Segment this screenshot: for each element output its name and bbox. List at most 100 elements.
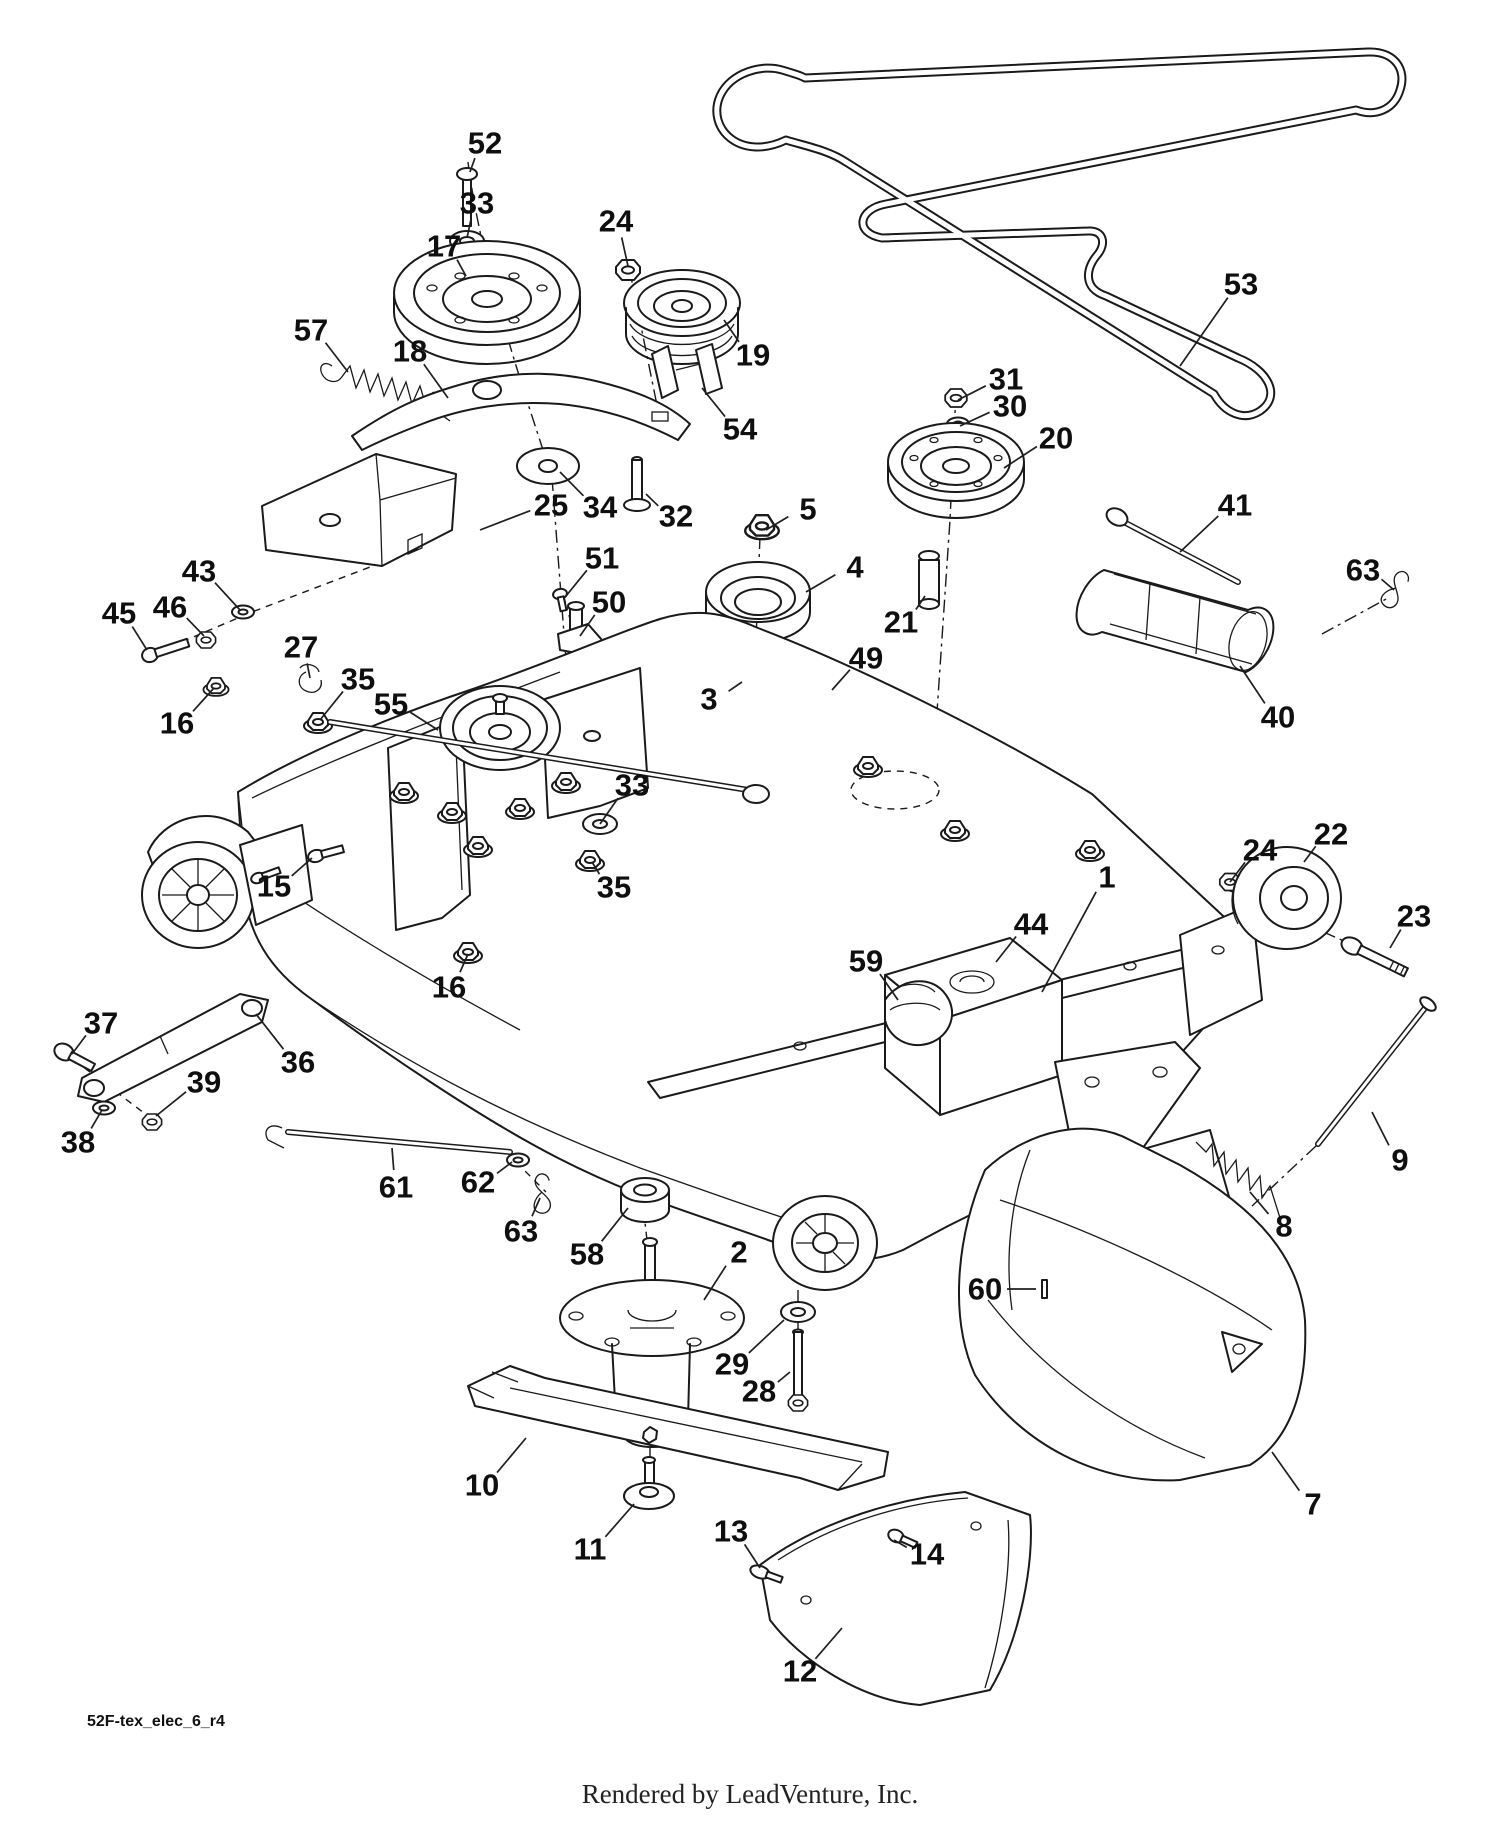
callout-number-54: 54 <box>723 412 758 447</box>
drawing-code: 52F-tex_elec_6_r4 <box>87 1713 225 1730</box>
callout-59: 59 <box>849 944 899 1001</box>
callout-50: 50 <box>579 585 626 637</box>
nut-39 <box>141 1113 163 1131</box>
callout-number-28: 28 <box>742 1374 776 1409</box>
callout-number-36: 36 <box>281 1045 315 1080</box>
callout-number-19: 19 <box>736 338 770 373</box>
center-pulley-cluster <box>552 388 1025 716</box>
callout-46: 46 <box>153 590 205 637</box>
callout-number-21: 21 <box>884 605 918 640</box>
footer-credit: Rendered by LeadVenture, Inc. <box>582 1779 919 1809</box>
lift-rod-group <box>265 1125 556 1216</box>
callout-number-10: 10 <box>465 1468 499 1503</box>
callout-number-14: 14 <box>910 1537 945 1572</box>
callout-number-55: 55 <box>374 687 408 722</box>
callout-number-33: 33 <box>615 768 649 803</box>
washer-38 <box>92 1100 116 1116</box>
callout-number-15: 15 <box>257 869 291 904</box>
chute-group <box>958 996 1437 1482</box>
callout-number-24: 24 <box>599 204 634 239</box>
callout-19: 19 <box>723 319 770 373</box>
idler-pulley-4 <box>705 561 811 643</box>
callout-number-33: 33 <box>460 186 494 221</box>
callout-number-18: 18 <box>393 334 427 369</box>
callout-number-2: 2 <box>730 1235 747 1270</box>
callout-28: 28 <box>742 1371 791 1409</box>
callout-39: 39 <box>155 1065 221 1117</box>
warning-emblem-icon <box>1221 1331 1263 1373</box>
callout-8: 8 <box>1249 1191 1293 1244</box>
callout-24: 24 <box>1229 833 1278 883</box>
callout-number-5: 5 <box>799 492 816 527</box>
callout-number-22: 22 <box>1314 817 1348 852</box>
nut-5 <box>744 514 780 541</box>
callout-number-23: 23 <box>1397 899 1431 934</box>
callout-31: 31 <box>957 362 1023 401</box>
callout-number-9: 9 <box>1391 1143 1408 1178</box>
blade-group <box>467 1365 889 1510</box>
callout-24: 24 <box>599 204 634 267</box>
link-arm-36 <box>77 993 269 1103</box>
callout-12: 12 <box>783 1627 843 1689</box>
callout-number-59: 59 <box>849 944 883 979</box>
callout-52: 52 <box>468 126 502 173</box>
washer-62 <box>506 1152 530 1168</box>
callout-number-7: 7 <box>1304 1487 1321 1522</box>
pivot-stud-50-51 <box>552 587 603 655</box>
pin-60 <box>1041 1279 1048 1299</box>
callout-21: 21 <box>884 595 926 640</box>
callout-number-3: 3 <box>700 682 717 717</box>
callout-61: 61 <box>379 1147 413 1205</box>
idler-pulley-17 <box>393 240 581 365</box>
roller-wheel-front <box>772 1195 878 1291</box>
baffle-12 <box>759 1491 1032 1706</box>
callout-number-4: 4 <box>846 550 864 585</box>
rod-41-head <box>1105 507 1129 527</box>
callout-number-25: 25 <box>534 488 568 523</box>
bolt-45 <box>141 637 191 664</box>
callout-40: 40 <box>1239 665 1295 735</box>
callout-62: 62 <box>461 1161 513 1200</box>
callout-29: 29 <box>715 1319 785 1382</box>
callout-43: 43 <box>182 554 241 611</box>
callout-number-32: 32 <box>659 499 693 534</box>
callout-number-35: 35 <box>341 662 375 697</box>
callout-number-49: 49 <box>849 641 883 676</box>
callout-34: 34 <box>559 471 618 525</box>
bolt-14 <box>887 1528 919 1549</box>
drive-belt-53 <box>712 47 1407 421</box>
left-hardware <box>141 604 333 734</box>
spring-8 <box>1195 1141 1281 1219</box>
callout-number-37: 37 <box>84 1006 118 1041</box>
callout-32: 32 <box>645 493 693 534</box>
rear-corner-bracket <box>1179 904 1263 1036</box>
callout-number-30: 30 <box>993 389 1027 424</box>
callout-22: 22 <box>1303 817 1348 863</box>
callout-number-51: 51 <box>585 541 619 576</box>
callout-number-34: 34 <box>583 490 618 525</box>
callout-number-61: 61 <box>379 1170 413 1205</box>
cotter-clip-63-left <box>528 1172 556 1216</box>
callout-53: 53 <box>1179 267 1258 367</box>
callout-35: 35 <box>591 861 631 905</box>
bolt-52 <box>456 167 478 227</box>
callout-number-1: 1 <box>1098 860 1115 895</box>
callout-number-45: 45 <box>102 596 136 631</box>
bolt-37 <box>53 1042 97 1073</box>
callout-number-41: 41 <box>1218 488 1252 523</box>
callout-55: 55 <box>374 687 439 731</box>
callout-number-17: 17 <box>427 229 461 264</box>
callout-3: 3 <box>700 681 743 717</box>
bolt-23 <box>1340 936 1409 978</box>
callout-number-63: 63 <box>1346 553 1380 588</box>
front-link-cluster <box>53 993 269 1131</box>
bearing-58 <box>620 1177 670 1223</box>
callout-15: 15 <box>257 857 313 904</box>
blade-bolt-11 <box>623 1456 675 1510</box>
rod-9 <box>1315 996 1437 1147</box>
callout-35: 35 <box>319 662 375 721</box>
blade-10 <box>467 1365 889 1491</box>
nut-16-left <box>202 677 230 697</box>
cover-plate-25 <box>261 453 457 567</box>
roller-group <box>1075 507 1412 673</box>
